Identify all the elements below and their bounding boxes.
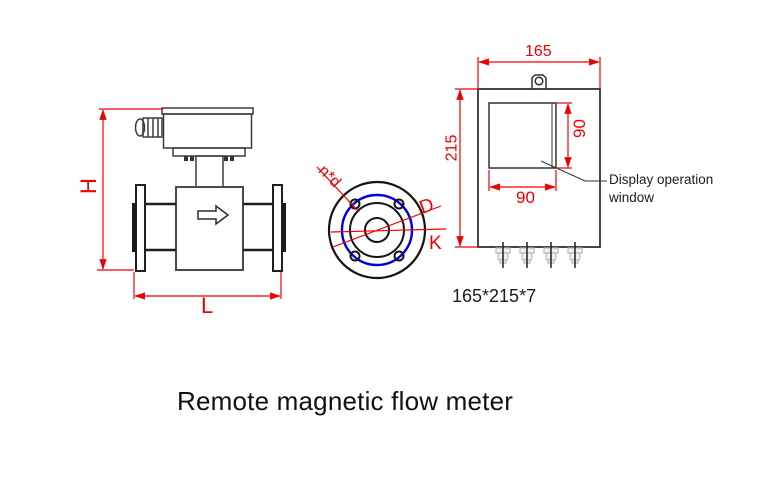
base-clips (184, 156, 234, 161)
junction-box-body (162, 113, 253, 149)
flange-dimension-lines (316, 166, 447, 248)
meter-neck (195, 155, 224, 188)
housing-size-spec: 165*215*7 (452, 286, 537, 306)
display-unit-view (477, 74, 607, 268)
mounting-lug-icon (531, 74, 547, 89)
display-housing (477, 88, 601, 248)
dim-label-l: L (201, 293, 214, 318)
left-flange (135, 184, 146, 272)
junction-box-lid (161, 107, 254, 115)
display-window-callout: Display operation window (609, 171, 713, 207)
callout-line2: window (609, 190, 655, 205)
leader-k (330, 228, 447, 233)
bolt-holes (349, 198, 405, 262)
flow-direction-arrow-icon (197, 204, 230, 226)
right-flange (272, 184, 283, 272)
callout-line1: Display operation (609, 172, 714, 187)
right-flange-face (282, 203, 286, 252)
dim-label-h: H (75, 178, 101, 194)
dim-label-165: 165 (525, 43, 552, 60)
display-window (488, 102, 557, 169)
callout-leader-line (540, 160, 607, 182)
leader-d (332, 205, 442, 248)
sensor-body (175, 186, 244, 271)
leader-n-d (316, 166, 360, 213)
flange-end-view (316, 166, 447, 280)
dim-label-90-width: 90 (516, 188, 535, 207)
pipe-lines (145, 202, 273, 252)
junction-box-base (172, 147, 246, 157)
dim-label-215: 215 (443, 134, 461, 162)
cable-glands (495, 247, 583, 264)
dim-label-k: K (429, 233, 442, 254)
gland-wires (502, 242, 576, 268)
dim-label-90-height: 90 (569, 119, 589, 138)
left-flange-face (132, 203, 136, 252)
display-unit-dimensions (455, 57, 601, 248)
cable-connector-icon (134, 117, 163, 138)
drawing-title: Remote magnetic flow meter (177, 386, 514, 416)
side-view-flowmeter (132, 107, 286, 272)
side-view-dimensions (97, 108, 282, 300)
